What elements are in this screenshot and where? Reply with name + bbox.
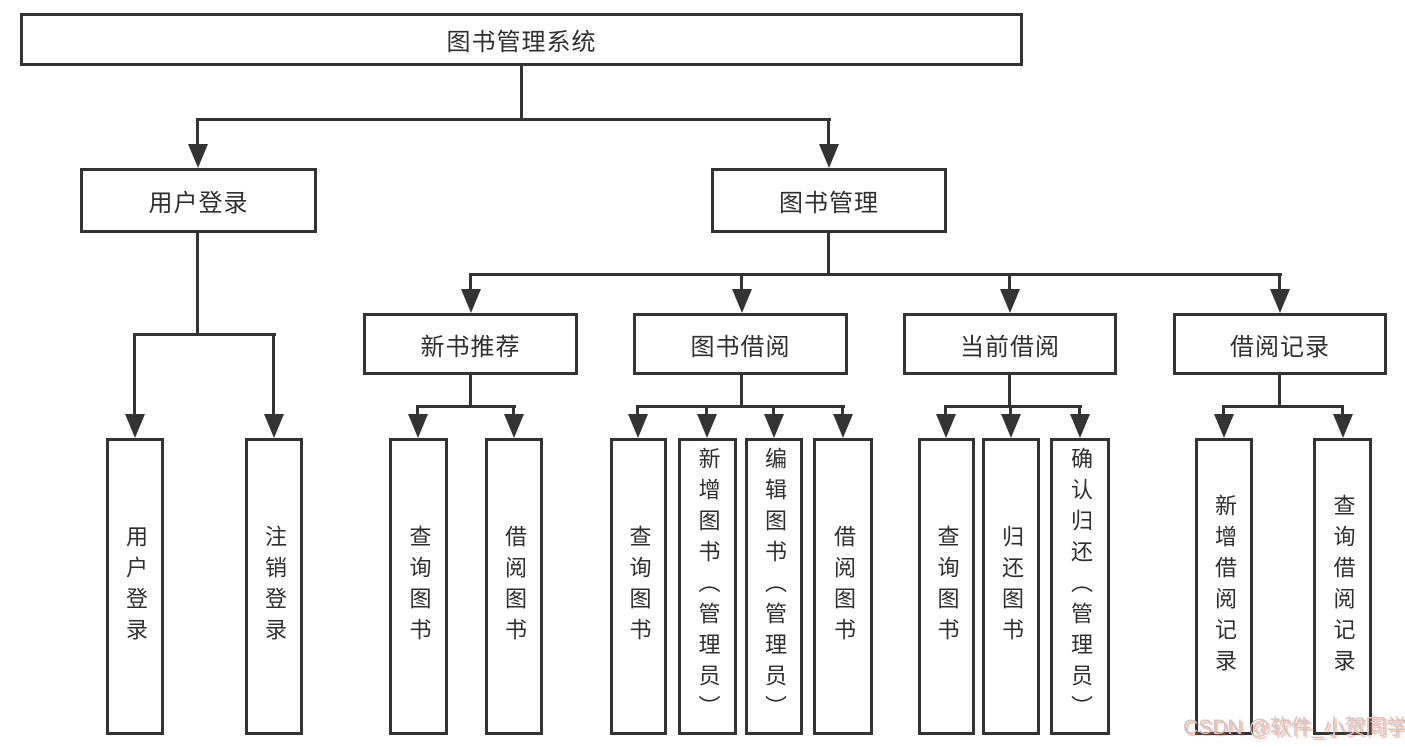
arrow-down-icon: [1001, 414, 1021, 438]
leaf-confirm-return-admin: 确认归还（管理员）: [1050, 438, 1110, 735]
node-borrow-records: 借阅记录: [1173, 313, 1387, 375]
connector-line: [827, 118, 830, 146]
connector-line: [1008, 374, 1011, 408]
csdn-watermark: CSDN @软件_小贺同学: [1183, 716, 1405, 739]
leaf-add-book-admin: 新增图书（管理员）: [678, 438, 737, 735]
connector-line: [1078, 405, 1081, 417]
arrow-down-icon: [833, 414, 853, 438]
connector-line: [636, 405, 845, 408]
arrow-down-icon: [1070, 414, 1090, 438]
connector-line: [1222, 405, 1225, 417]
connector-line: [740, 374, 743, 408]
connector-line: [133, 333, 136, 416]
arrow-down-icon: [819, 144, 839, 168]
leaf-query-books-current: 查询图书: [918, 438, 975, 735]
connector-line: [1009, 405, 1012, 417]
connector-line: [1222, 405, 1344, 408]
node-new-book-recommend: 新书推荐: [363, 313, 578, 375]
leaf-borrow-books: 借阅图书: [813, 438, 873, 735]
leaf-user-login: 用户登录: [106, 438, 164, 735]
arrow-down-icon: [628, 414, 648, 438]
arrow-down-icon: [697, 414, 717, 438]
node-book-management: 图书管理: [711, 168, 947, 233]
arrow-down-icon: [461, 289, 481, 313]
node-current-borrow: 当前借阅: [903, 313, 1117, 375]
leaf-return-books: 归还图书: [982, 438, 1040, 735]
connector-line: [944, 405, 947, 417]
leaf-query-books-borrow: 查询图书: [610, 438, 667, 735]
connector-line: [520, 65, 523, 118]
leaf-borrow-books-recommend: 借阅图书: [485, 438, 543, 735]
connector-line: [1278, 273, 1281, 291]
arrow-down-icon: [1214, 414, 1234, 438]
connector-line: [469, 374, 472, 408]
arrow-down-icon: [188, 144, 208, 168]
connector-line: [197, 118, 831, 121]
arrow-down-icon: [264, 414, 284, 438]
connector-line: [196, 118, 199, 146]
arrow-down-icon: [1000, 289, 1020, 313]
node-book-borrow: 图书借阅: [633, 313, 848, 375]
arrow-down-icon: [732, 289, 752, 313]
leaf-query-borrow-record: 查询借阅记录: [1313, 438, 1372, 735]
connector-line: [944, 405, 1082, 408]
connector-line: [416, 405, 419, 417]
connector-line: [740, 273, 743, 291]
arrow-down-icon: [408, 414, 428, 438]
connector-line: [1278, 374, 1281, 408]
connector-line: [417, 405, 516, 408]
connector-line: [469, 273, 1282, 276]
arrow-down-icon: [1270, 289, 1290, 313]
connector-line: [636, 405, 639, 417]
connector-line: [827, 232, 830, 276]
arrow-down-icon: [936, 414, 956, 438]
leaf-logout: 注销登录: [245, 438, 303, 735]
connector-line: [841, 405, 844, 417]
connector-line: [772, 405, 775, 417]
arrow-down-icon: [1333, 414, 1353, 438]
connector-line: [1341, 405, 1344, 417]
leaf-add-borrow-record: 新增借阅记录: [1195, 438, 1253, 735]
connector-line: [705, 405, 708, 417]
connector-line: [469, 273, 472, 291]
connector-line: [1008, 273, 1011, 291]
arrow-down-icon: [125, 414, 145, 438]
connector-line: [196, 232, 199, 335]
leaf-query-books-recommend: 查询图书: [389, 438, 448, 735]
arrow-down-icon: [764, 414, 784, 438]
node-library-system: 图书管理系统: [20, 13, 1023, 66]
node-user-login: 用户登录: [80, 168, 317, 233]
arrow-down-icon: [504, 414, 524, 438]
connector-line: [133, 333, 276, 336]
connector-line: [512, 405, 515, 417]
leaf-edit-book-admin: 编辑图书（管理员）: [745, 438, 803, 735]
connector-line: [272, 333, 275, 416]
